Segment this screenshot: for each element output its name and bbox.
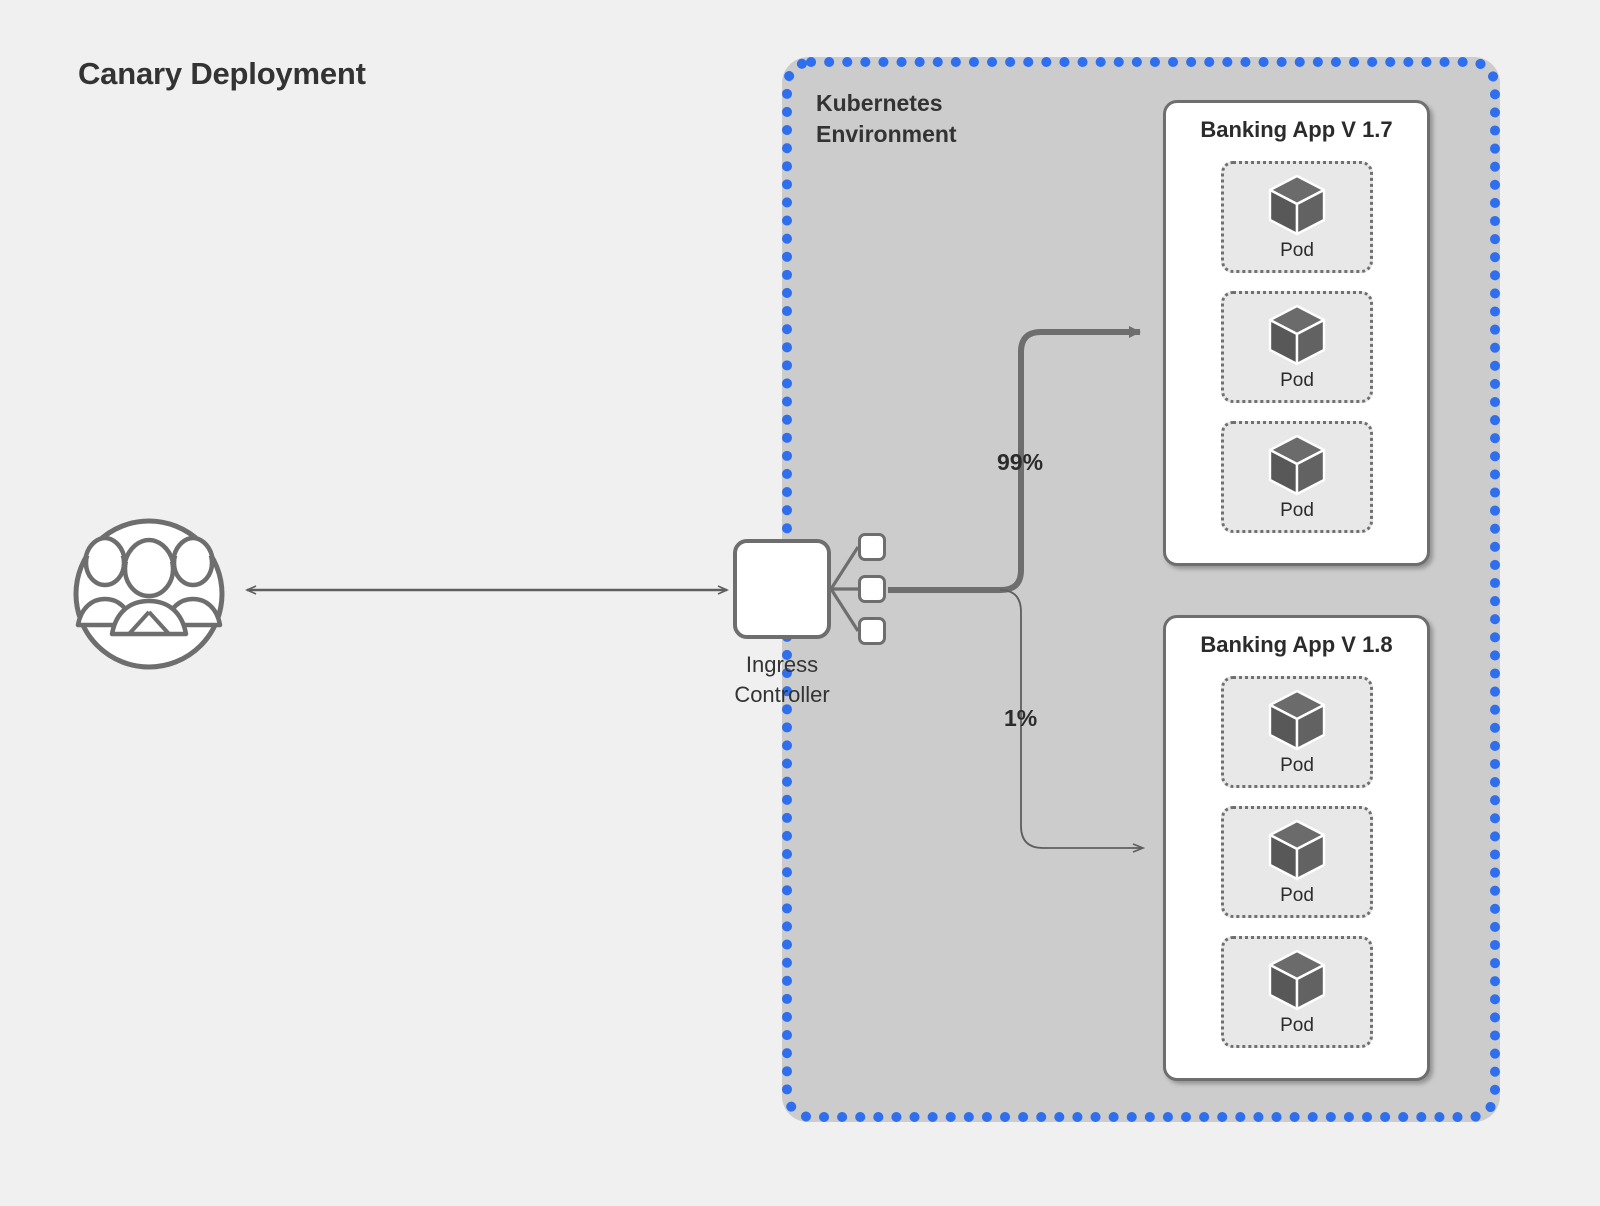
users-group-icon — [73, 518, 225, 670]
app-title-v18: Banking App V 1.8 — [1200, 632, 1393, 657]
pod-label: Pod — [1280, 755, 1314, 776]
ingress-controller-box[interactable] — [733, 539, 831, 639]
cube-icon — [1268, 949, 1326, 1011]
page-title: Canary Deployment — [78, 56, 366, 91]
pod-label: Pod — [1280, 370, 1314, 391]
app-box-v18[interactable]: Banking App V 1.8 Pod Pod Pod — [1163, 615, 1430, 1081]
traffic-percent-canary: 1% — [1004, 705, 1038, 731]
cube-icon — [1268, 434, 1326, 496]
traffic-percent-primary: 99% — [997, 449, 1044, 475]
pod-box[interactable]: Pod — [1221, 161, 1373, 273]
ingress-controller-label: Ingress Controller — [734, 652, 830, 707]
cube-icon — [1268, 689, 1326, 751]
cube-icon — [1268, 819, 1326, 881]
pod-label: Pod — [1280, 1015, 1314, 1036]
app-box-v17[interactable]: Banking App V 1.7 Pod Pod Pod — [1163, 100, 1430, 566]
pod-label: Pod — [1280, 240, 1314, 261]
pod-label: Pod — [1280, 500, 1314, 521]
kubernetes-environment-label: Kubernetes Environment — [816, 90, 957, 147]
pod-box[interactable]: Pod — [1221, 806, 1373, 918]
pod-box[interactable]: Pod — [1221, 936, 1373, 1048]
pod-box[interactable]: Pod — [1221, 421, 1373, 533]
pod-label: Pod — [1280, 885, 1314, 906]
app-title-v17: Banking App V 1.7 — [1200, 117, 1393, 142]
ingress-port-3[interactable] — [858, 617, 886, 645]
cube-icon — [1268, 304, 1326, 366]
ingress-port-2[interactable] — [858, 575, 886, 603]
pod-box[interactable]: Pod — [1221, 676, 1373, 788]
pod-box[interactable]: Pod — [1221, 291, 1373, 403]
ingress-port-1[interactable] — [858, 533, 886, 561]
cube-icon — [1268, 174, 1326, 236]
